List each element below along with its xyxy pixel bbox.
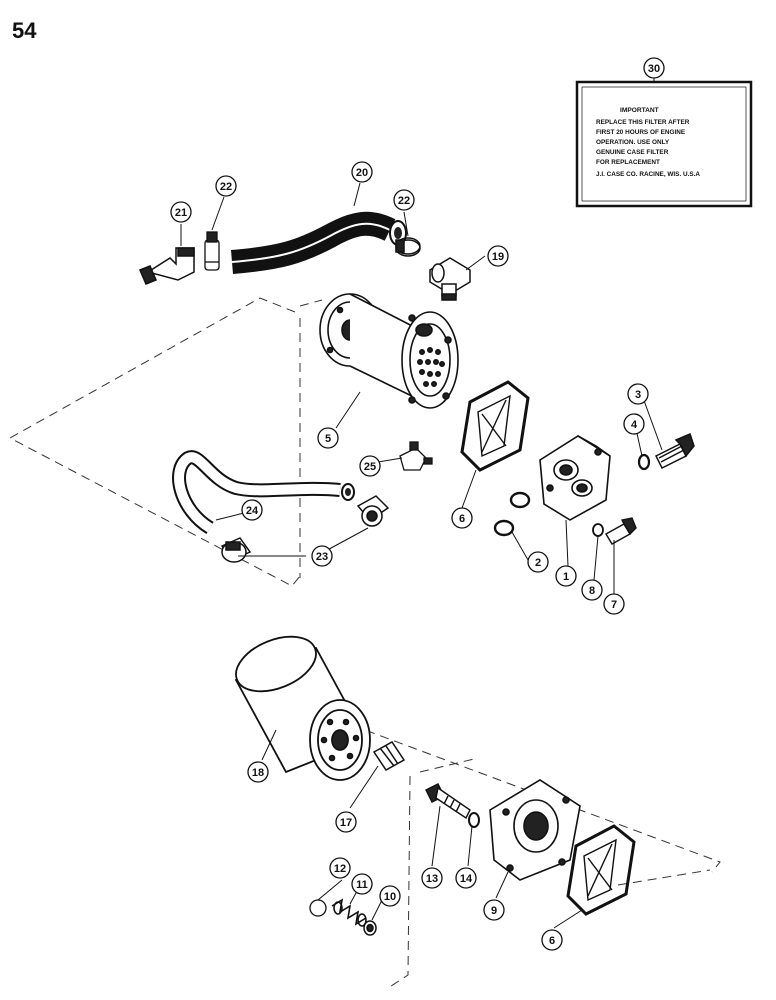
callout-9: 9 xyxy=(483,899,505,921)
callout-30: 30 xyxy=(643,57,665,79)
callout-8: 8 xyxy=(581,579,603,601)
part-13-bolt xyxy=(425,783,471,820)
part-21-elbow-fitting xyxy=(139,247,195,285)
svg-text:4: 4 xyxy=(631,419,638,431)
part-23-connector-right xyxy=(356,495,390,527)
part-24-tube xyxy=(172,450,355,534)
callout-10: 10 xyxy=(379,885,401,907)
svg-text:1: 1 xyxy=(563,571,569,583)
svg-text:5: 5 xyxy=(325,433,331,445)
callout-5: 5 xyxy=(317,427,339,449)
svg-text:8: 8 xyxy=(589,585,595,597)
filter-decal: IMPORTANT REPLACE THIS FILTER AFTER FIRS… xyxy=(575,80,753,208)
part-5-filter-housing xyxy=(319,293,459,409)
svg-text:19: 19 xyxy=(492,251,504,263)
dashed-outline-lower xyxy=(337,719,721,989)
part-17-nipple xyxy=(372,741,406,771)
decal-title: IMPORTANT xyxy=(620,107,659,114)
svg-text:14: 14 xyxy=(460,873,473,885)
callout-3: 3 xyxy=(627,383,649,405)
svg-text:24: 24 xyxy=(246,505,259,517)
part-22-clamp-right xyxy=(395,237,421,257)
decal-line-5: FOR REPLACEMENT xyxy=(596,159,660,166)
decal-line-1: REPLACE THIS FILTER AFTER xyxy=(596,119,690,126)
svg-text:3: 3 xyxy=(635,389,641,401)
callout-14: 14 xyxy=(455,867,477,889)
svg-text:20: 20 xyxy=(356,167,368,179)
callout-7: 7 xyxy=(603,593,625,615)
part-14-washer xyxy=(468,812,480,828)
svg-text:9: 9 xyxy=(491,905,497,917)
svg-text:10: 10 xyxy=(384,891,396,903)
part-11-spring xyxy=(331,898,367,927)
part-6-gasket-upper xyxy=(460,380,530,472)
part-19-tee-fitting xyxy=(429,257,471,301)
svg-text:7: 7 xyxy=(611,599,617,611)
svg-text:11: 11 xyxy=(356,879,368,891)
decal-line-3: OPERATION. USE ONLY xyxy=(596,139,670,146)
svg-text:23: 23 xyxy=(316,551,328,563)
decal-line-4: GENUINE CASE FILTER xyxy=(596,149,669,156)
callout-21: 21 xyxy=(170,201,192,223)
svg-text:21: 21 xyxy=(175,207,187,219)
callout-6-upper: 6 xyxy=(451,507,473,529)
callout-22-right: 22 xyxy=(393,189,415,211)
part-7-small-bolt xyxy=(605,517,637,545)
page-number: 54 xyxy=(12,18,37,43)
callout-23: 23 xyxy=(311,545,333,567)
part-2-o-rings xyxy=(493,491,531,537)
part-12-ball xyxy=(309,899,327,917)
callout-4: 4 xyxy=(623,413,645,435)
part-23-connector-left xyxy=(220,537,252,563)
svg-text:2: 2 xyxy=(535,557,541,569)
callout-1: 1 xyxy=(555,565,577,587)
svg-text:25: 25 xyxy=(364,461,376,473)
callout-13: 13 xyxy=(421,867,443,889)
svg-text:6: 6 xyxy=(549,935,555,947)
callout-18: 18 xyxy=(247,761,269,783)
part-8-washer xyxy=(592,523,604,537)
part-1-adapter xyxy=(539,435,611,521)
part-9-filter-base xyxy=(489,779,581,881)
svg-text:12: 12 xyxy=(334,863,346,875)
part-25-valve xyxy=(399,441,433,471)
part-6-gasket-lower xyxy=(566,824,636,916)
part-10-plug xyxy=(363,920,377,936)
decal-line-2: FIRST 20 HOURS OF ENGINE xyxy=(596,129,686,136)
part-18-spin-on-filter xyxy=(234,635,371,781)
decal-line-6: J.I. CASE CO. RACINE, WIS. U.S.A xyxy=(596,171,700,178)
callout-20: 20 xyxy=(351,161,373,183)
callout-2: 2 xyxy=(527,551,549,573)
svg-text:22: 22 xyxy=(220,181,232,193)
svg-text:13: 13 xyxy=(426,873,438,885)
callout-12: 12 xyxy=(329,857,351,879)
dashed-outline-upper xyxy=(8,297,323,587)
callout-11: 11 xyxy=(351,873,373,895)
svg-text:22: 22 xyxy=(398,195,410,207)
part-20-hose xyxy=(231,211,407,274)
callouts: 30 21 22 20 22 19 5 6 25 2 1 8 7 3 4 24 … xyxy=(170,57,665,951)
callout-17: 17 xyxy=(335,811,357,833)
svg-text:17: 17 xyxy=(340,817,352,829)
callout-22-left: 22 xyxy=(215,175,237,197)
part-3-bolt xyxy=(654,432,695,470)
callout-25: 25 xyxy=(359,455,381,477)
svg-text:18: 18 xyxy=(252,767,264,779)
part-22-clamp-left xyxy=(204,231,220,271)
part-4-lock-washer xyxy=(637,453,651,471)
svg-text:30: 30 xyxy=(648,63,660,75)
svg-text:6: 6 xyxy=(459,513,465,525)
callout-6-lower: 6 xyxy=(541,929,563,951)
callout-19: 19 xyxy=(487,245,509,267)
callout-24: 24 xyxy=(241,499,263,521)
